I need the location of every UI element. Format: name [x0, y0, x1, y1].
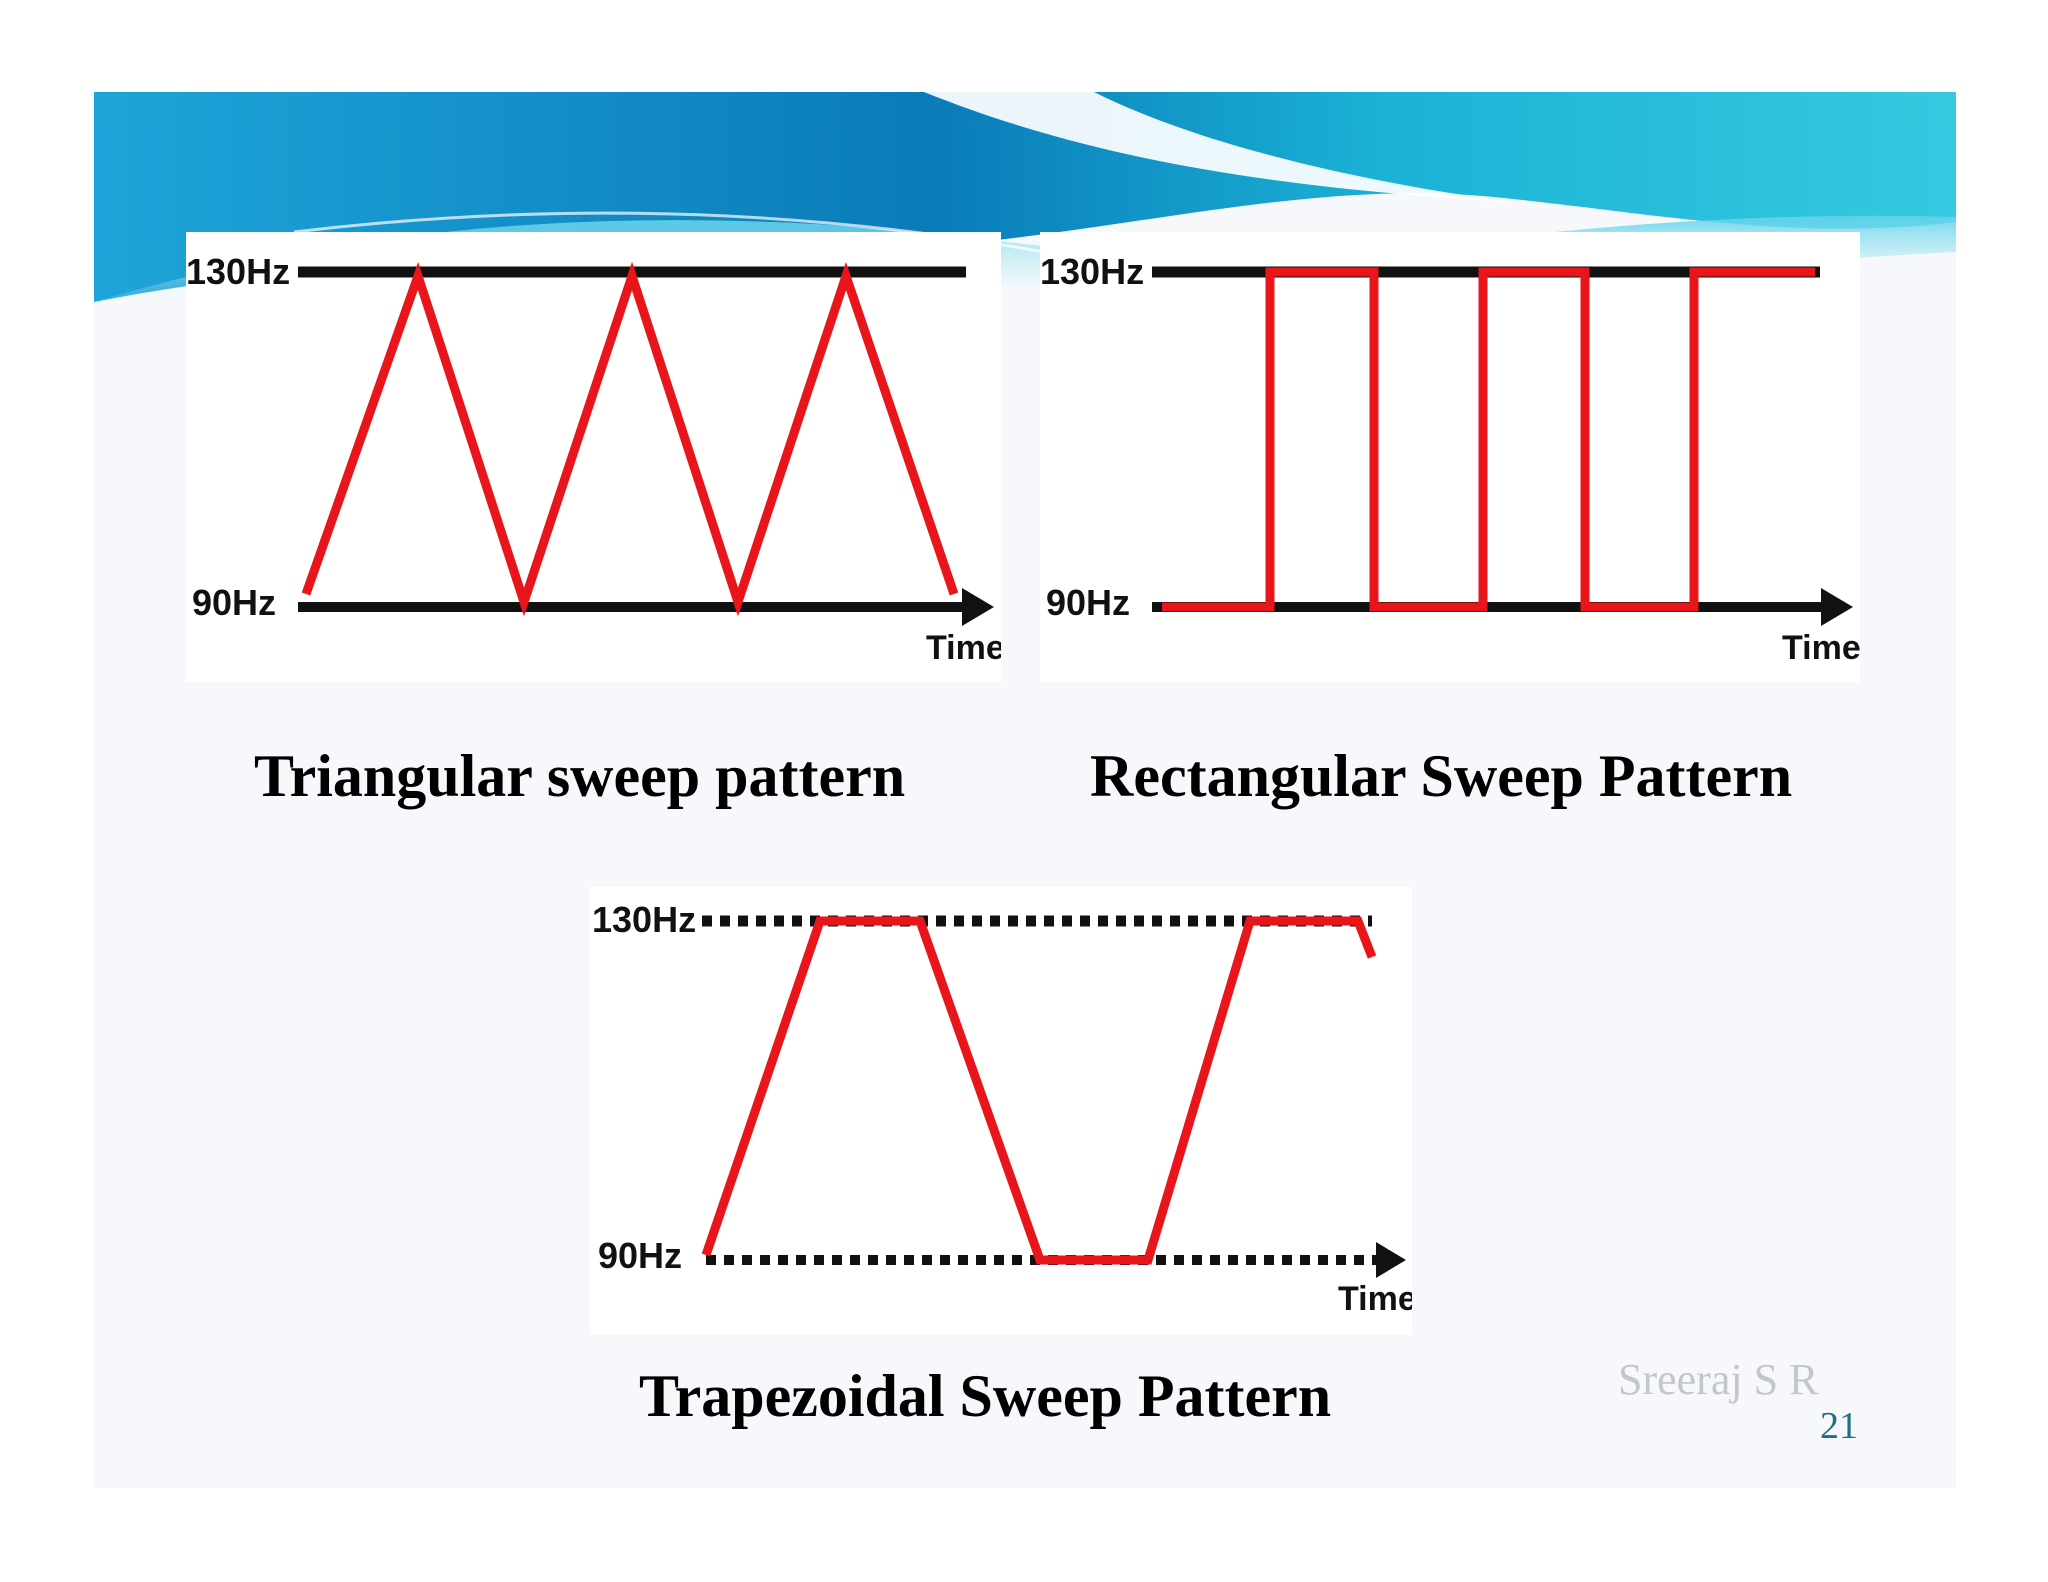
- rectangular-caption: Rectangular Sweep Pattern: [1090, 743, 1793, 809]
- trapezoidal-waveform: [701, 916, 1377, 1265]
- page-number: 21: [1820, 1405, 1858, 1447]
- author-watermark: Sreeraj S R: [1618, 1355, 1819, 1404]
- trapezoidal-caption: Trapezoidal Sweep Pattern: [639, 1363, 1332, 1429]
- trapezoidal-arrowhead: [1376, 1242, 1406, 1278]
- trapezoidal-time-label: Time: [1338, 1280, 1412, 1318]
- triangular-90hz-label: 90Hz: [192, 582, 276, 623]
- rectangular-arrowhead: [1821, 588, 1853, 626]
- triangular-arrowhead: [962, 588, 994, 626]
- triangular-130hz-label: 130Hz: [186, 251, 290, 292]
- rectangular-waveform: [1162, 267, 1815, 612]
- slide: 130Hz 90Hz Time 130Hz 90Hz Time Triangul…: [94, 92, 1956, 1488]
- rectangular-diagram: 130Hz 90Hz Time: [1040, 232, 1860, 682]
- trapezoidal-90hz-label: 90Hz: [598, 1235, 682, 1276]
- rectangular-90hz-label: 90Hz: [1046, 582, 1130, 623]
- triangular-caption: Triangular sweep pattern: [254, 743, 906, 809]
- triangular-diagram: 130Hz 90Hz Time: [186, 232, 1001, 682]
- rectangular-time-label: Time: [1782, 629, 1860, 667]
- trapezoidal-diagram: 130Hz 90Hz Time: [590, 887, 1412, 1335]
- triangular-time-label: Time: [926, 629, 1001, 667]
- rectangular-130hz-label: 130Hz: [1040, 251, 1144, 292]
- triangular-waveform: [301, 261, 959, 617]
- trapezoidal-130hz-label: 130Hz: [592, 899, 696, 940]
